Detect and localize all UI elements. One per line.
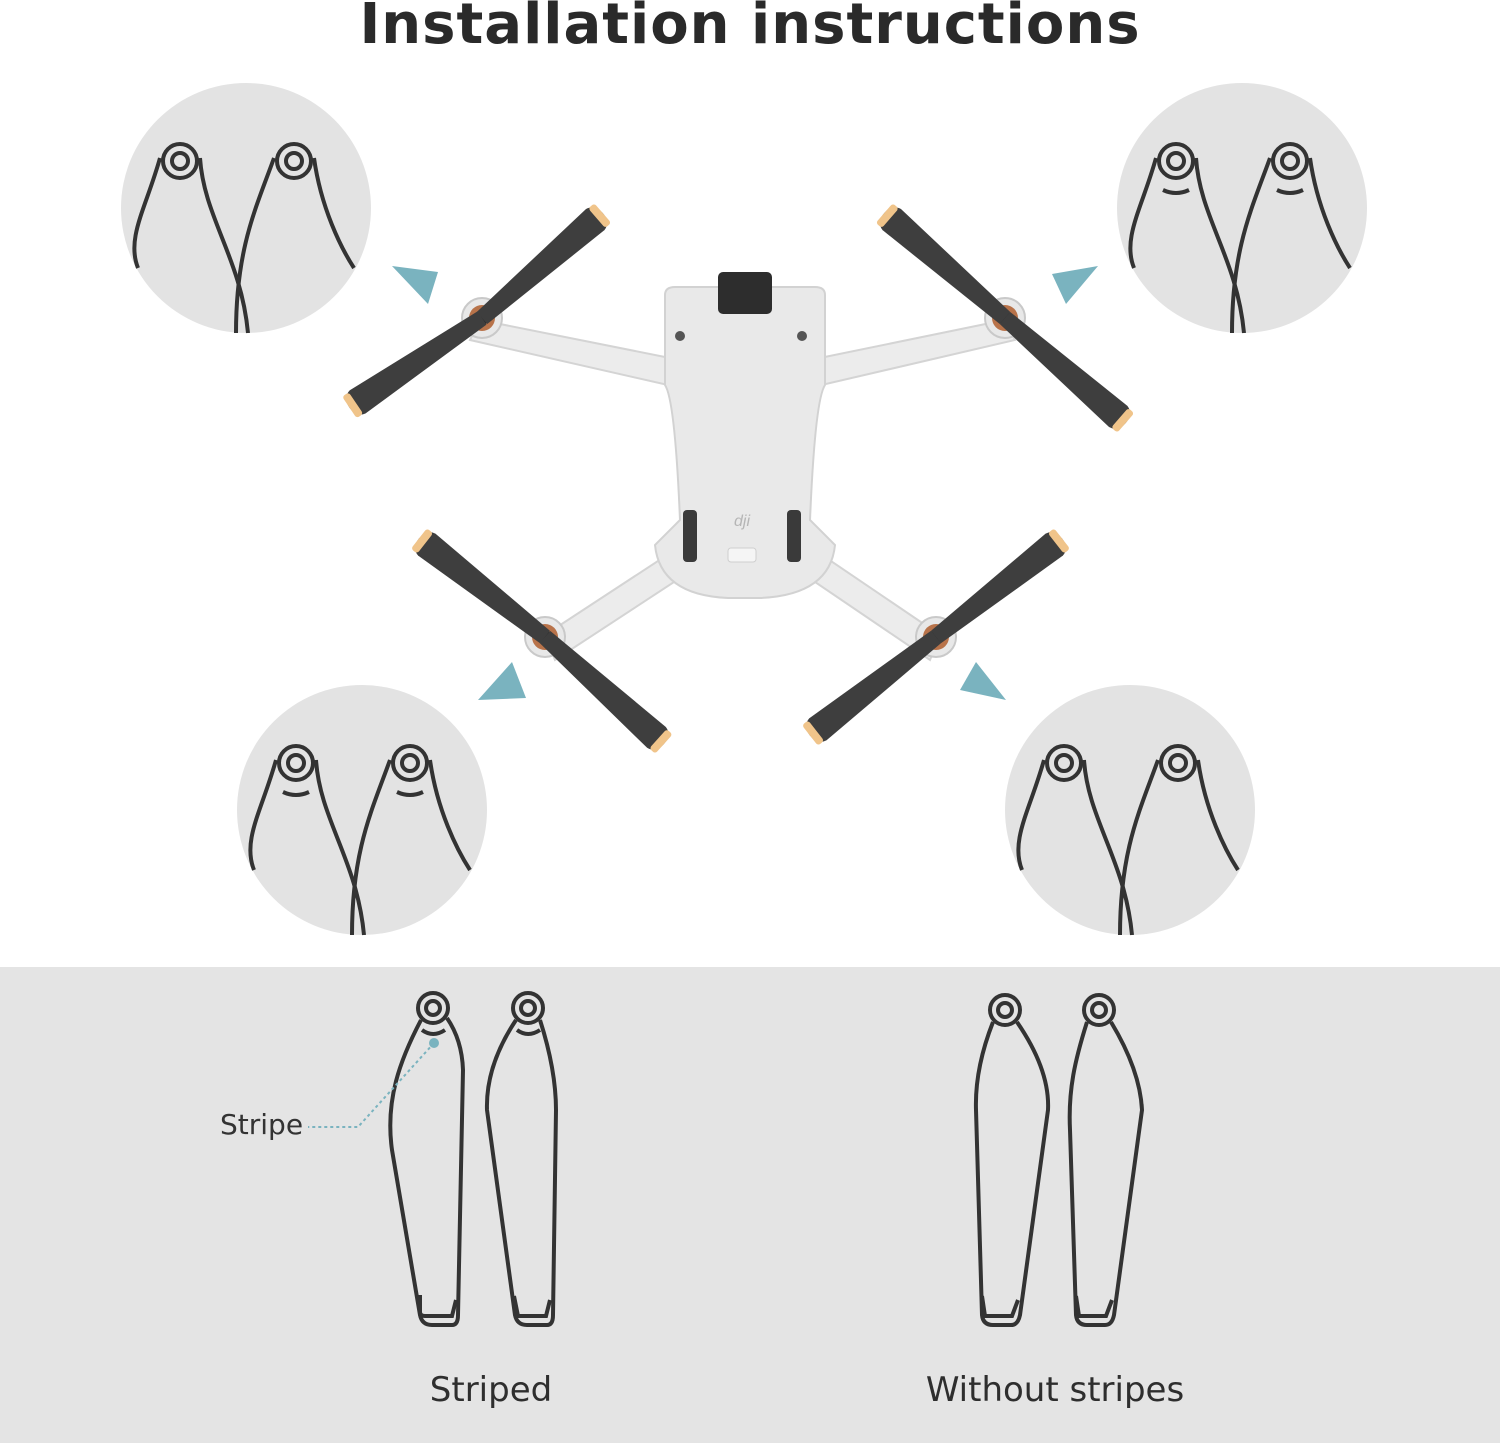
drone-illustration: dji: [341, 202, 1135, 755]
page-title: Installation instructions: [359, 0, 1141, 57]
bottom-panel: [0, 967, 1500, 1443]
arrow-pointers: [392, 266, 1098, 700]
arrow-bottom-right: [960, 662, 1006, 700]
plain-blade-pair: [973, 993, 1145, 1327]
inset-top-left-without-stripes: [119, 81, 373, 335]
inset-bottom-right-without-stripes: [1003, 683, 1257, 937]
inset-bottom-left-striped: [235, 683, 489, 937]
striped-caption: Striped: [429, 1370, 553, 1410]
stripe-label: Stripe: [220, 1108, 304, 1141]
arrow-top-left: [392, 266, 438, 304]
without-stripes-caption: Without stripes: [925, 1370, 1185, 1410]
svg-text:dji: dji: [734, 513, 750, 530]
inset-top-right-striped: [1115, 81, 1369, 335]
arrow-bottom-left: [478, 662, 526, 700]
striped-blade-pair: [388, 991, 559, 1327]
arrow-top-right: [1052, 266, 1098, 304]
stripe-callout: [308, 1038, 439, 1128]
